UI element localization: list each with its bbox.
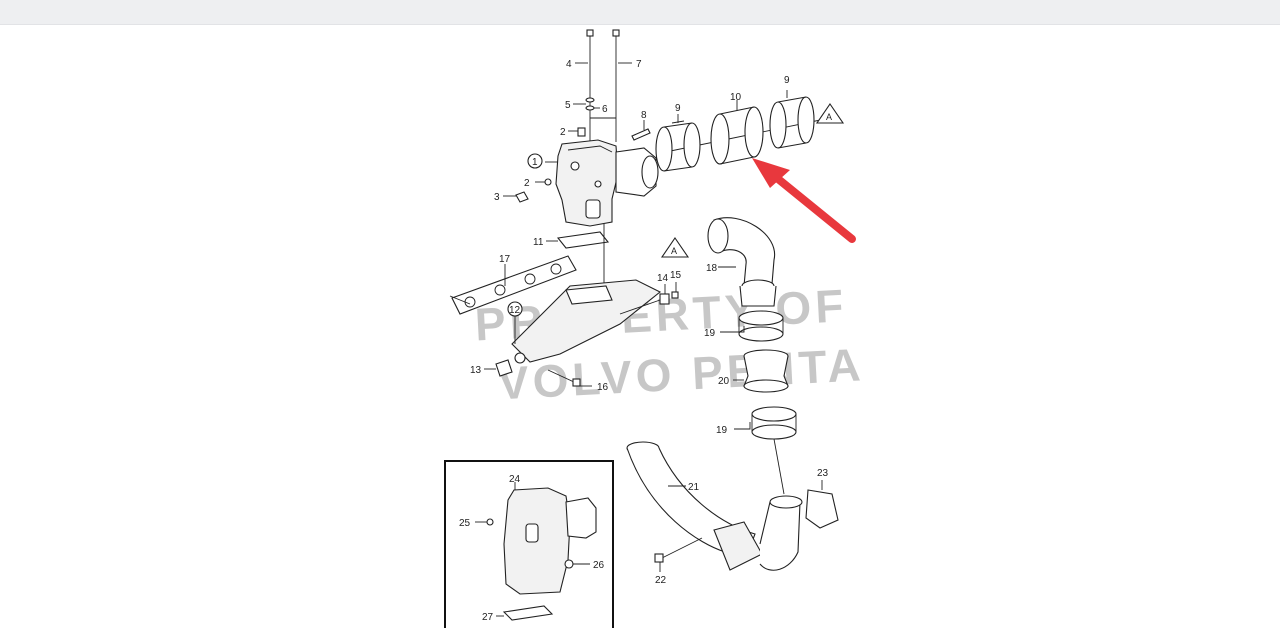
part-label-20: 20	[718, 376, 730, 387]
part-14	[659, 293, 670, 305]
sensor-part-8	[631, 120, 651, 141]
part-label-18: 18	[706, 263, 718, 274]
part-label-24: 24	[509, 474, 521, 485]
washers	[573, 97, 600, 111]
part-label-2-top: 2	[560, 127, 566, 138]
part-label-16: 16	[597, 382, 609, 393]
bolt-part-22	[654, 537, 703, 572]
exhaust-bend-part-18	[707, 217, 777, 307]
part-label-7: 7	[636, 59, 642, 70]
part-labels: 1 2 2 3 4 5 6 7 8 9 9 10 11 12 13 14 15 …	[459, 59, 832, 623]
part-label-5: 5	[565, 100, 571, 111]
part-label-9-left: 9	[675, 103, 681, 114]
part-label-10: 10	[730, 92, 742, 103]
clamp-part-19-upper	[720, 310, 784, 342]
part-label-17: 17	[499, 254, 511, 265]
plug-part-2	[577, 127, 586, 137]
clamp-part-19-lower	[734, 406, 797, 440]
inset-alternative-elbow	[444, 460, 614, 632]
reference-label-a-middle: A	[671, 246, 677, 256]
gasket-part-23	[805, 489, 839, 529]
part-label-1: 1	[532, 157, 538, 168]
reference-mark-a-top	[815, 103, 845, 124]
reference-mark-a-middle	[660, 237, 690, 258]
reference-label-a-top: A	[826, 112, 832, 122]
part-15	[671, 291, 679, 299]
gasket-part-17	[451, 255, 577, 315]
part-label-23: 23	[817, 468, 829, 479]
bolts	[575, 29, 632, 142]
bolt-part-16	[547, 369, 592, 387]
part-label-25: 25	[459, 518, 471, 529]
part-label-13: 13	[470, 365, 482, 376]
exploded-parts-diagram: PROPERTY OF VOLVO PENTA	[444, 29, 866, 632]
clamp-part-9-left	[655, 120, 701, 172]
browser-top-bar	[0, 0, 1280, 25]
callout-circle-1	[527, 153, 543, 169]
part-label-27: 27	[482, 612, 494, 623]
part-label-19-upper: 19	[704, 328, 716, 339]
part-label-4: 4	[566, 59, 572, 70]
part-label-2-side: 2	[524, 178, 530, 189]
highlight-arrow	[752, 158, 856, 243]
part-label-11: 11	[533, 237, 544, 248]
exhaust-elbow-part-1	[545, 139, 659, 227]
diagram-canvas: PROPERTY OF VOLVO PENTA	[0, 24, 1280, 632]
part-label-9-right: 9	[784, 75, 790, 86]
part-label-8: 8	[641, 110, 647, 121]
part-label-19-lower: 19	[716, 425, 728, 436]
part-3	[515, 191, 529, 203]
part-label-21: 21	[688, 482, 700, 493]
clamp-part-9-right	[769, 90, 815, 149]
part-label-15: 15	[670, 270, 682, 281]
part-label-26: 26	[593, 560, 605, 571]
exhaust-manifold-part-12	[449, 279, 662, 364]
hose-part-10	[710, 100, 764, 165]
part-13	[495, 359, 513, 377]
plug-part-2-side	[544, 178, 552, 186]
part-label-12: 12	[509, 305, 521, 316]
part-label-6: 6	[602, 104, 608, 115]
bellows-part-20	[733, 349, 789, 393]
part-label-3: 3	[494, 192, 500, 203]
part-label-14: 14	[657, 273, 669, 284]
gasket-part-11	[556, 231, 610, 249]
part-label-22: 22	[655, 575, 667, 586]
exhaust-pipe-part-21	[626, 441, 803, 571]
